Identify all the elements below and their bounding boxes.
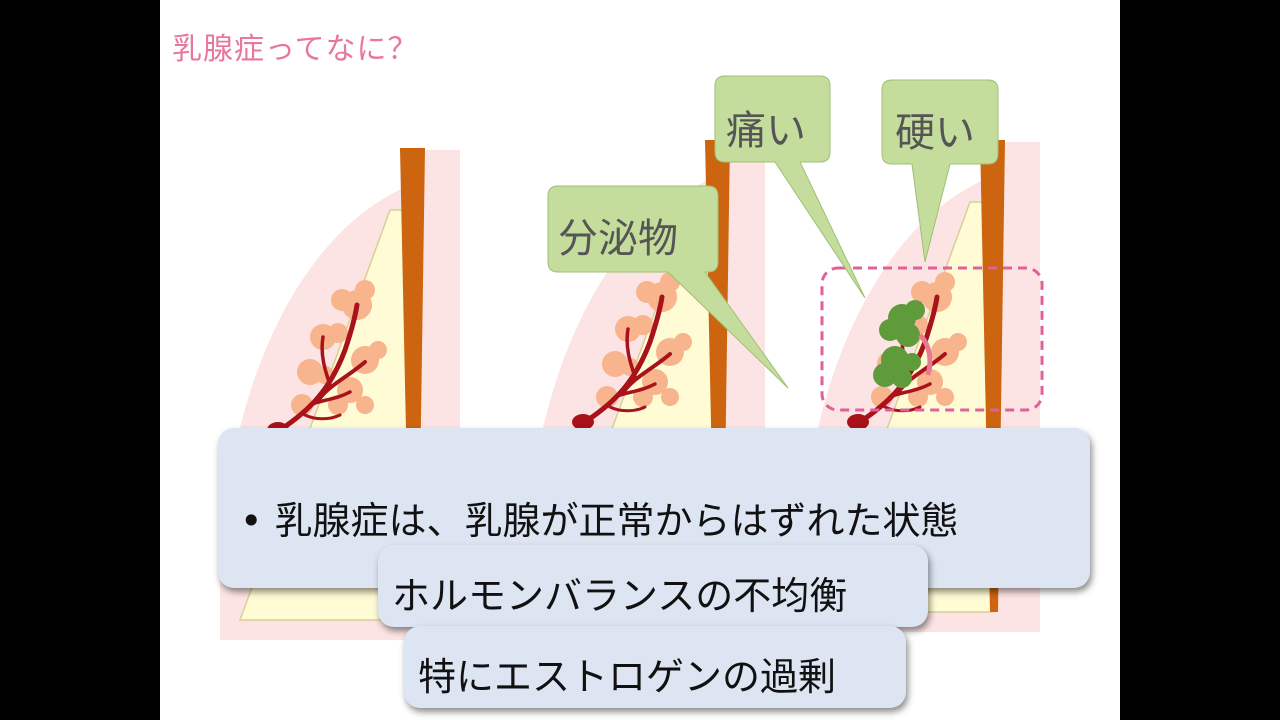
detail-text: 特にエストロゲンの過剰	[418, 655, 837, 699]
breast-diagram-mastopathy	[800, 140, 1040, 632]
callout-secretion-label: 分泌物	[558, 216, 678, 262]
highlight-box	[820, 266, 1044, 412]
cause-text: ホルモンバランスの不均衡	[392, 574, 848, 618]
lump-shape	[873, 300, 925, 388]
callout-hard-label: 硬い	[895, 110, 975, 156]
callout-hard-bubble	[881, 79, 999, 263]
main-point-text: • 乳腺症は、乳腺が正常からはずれた状態	[240, 499, 959, 543]
detail-box	[404, 626, 906, 708]
cause-box	[378, 545, 928, 627]
slide: 乳腺症ってなに？	[160, 0, 1120, 720]
slide-title: 乳腺症ってなに？	[172, 32, 419, 67]
callout-secretion-bubble	[547, 185, 789, 389]
callout-pain-label: 痛い	[726, 108, 806, 154]
breast-diagram-illustration	[160, 75, 1044, 720]
callout-pain-bubble	[714, 75, 866, 299]
